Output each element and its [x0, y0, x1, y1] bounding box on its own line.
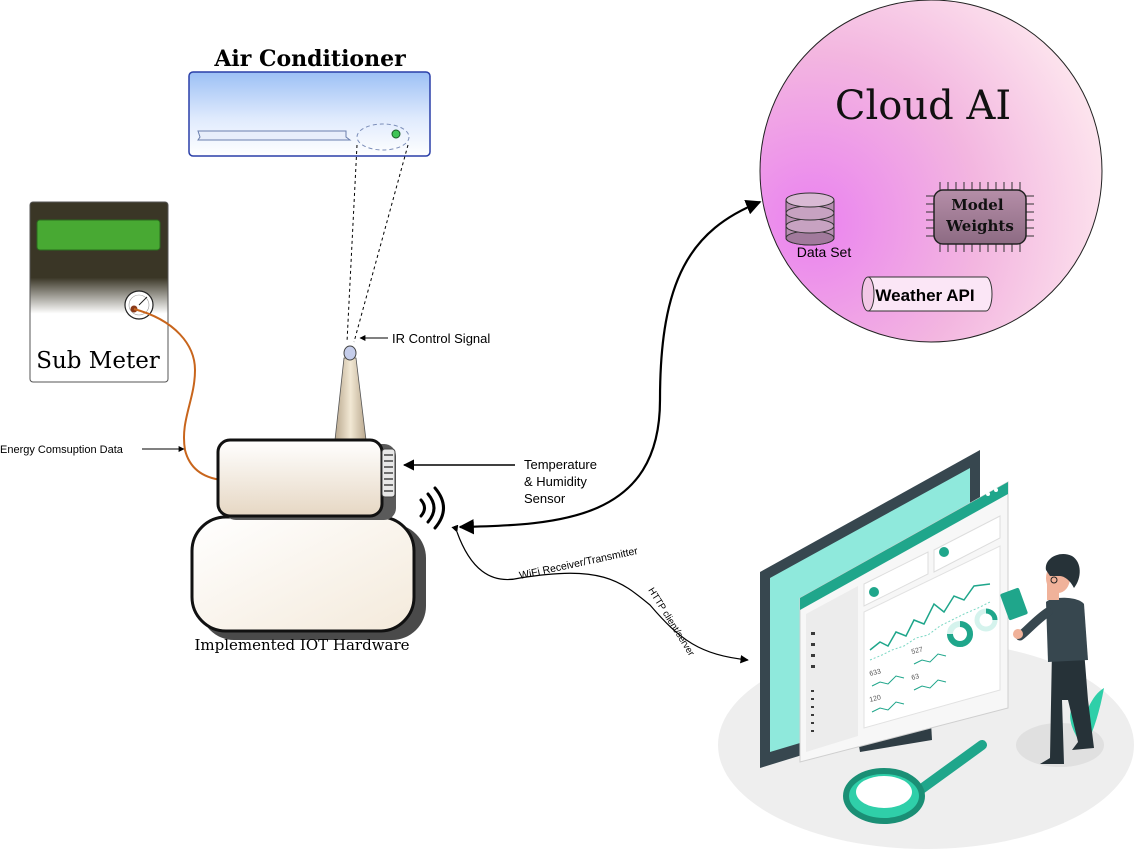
clipboard-icon	[1000, 587, 1028, 621]
database-icon	[785, 192, 835, 246]
model-weights-line2: Weights	[945, 217, 1014, 235]
energy-wire	[133, 308, 223, 481]
ir-signal-label: IR Control Signal	[392, 331, 490, 346]
dashboard-donut-chart	[947, 608, 998, 647]
dashboard-panel: 633 527 120 63	[799, 481, 1009, 763]
http-label: HTTP client/server	[645, 586, 696, 658]
cloud-ai-title: Cloud AI	[835, 83, 1011, 129]
cloud-ai-circle	[759, 0, 1103, 343]
ir-emitter-led	[343, 345, 357, 361]
air-conditioner-title: Air Conditioner	[213, 46, 406, 72]
dashboard-stat-3: 120	[869, 694, 882, 704]
cloud-ai: Cloud AI Data Set	[759, 0, 1103, 343]
wifi-icon	[419, 486, 445, 530]
model-weights-line1: Model	[951, 196, 1004, 214]
temp-sensor-label-line1: Temperature	[524, 457, 597, 472]
ir-receiver-area	[356, 123, 410, 151]
data-set-label: Data Set	[797, 244, 852, 260]
iot-hardware-label: Implemented IOT Hardware	[194, 636, 409, 654]
wifi-label: WiFi Receiver/Transmitter	[518, 545, 639, 582]
dashboard-link-arrow	[451, 524, 749, 664]
air-conditioner-vent	[197, 130, 352, 141]
dashboard-sidebar	[806, 586, 858, 752]
sub-meter: Sub Meter	[29, 201, 169, 383]
model-weights-label: Model Weights	[945, 196, 1014, 235]
sub-meter-label: Sub Meter	[36, 348, 160, 374]
magnifier-icon	[843, 740, 987, 824]
ac-status-led	[391, 129, 401, 139]
temp-sensor-label-line3: Sensor	[524, 491, 566, 506]
ir-signal-beam	[346, 144, 409, 343]
dashboard-stat-1: 633	[869, 668, 882, 678]
dashboard-stat-4: 63	[911, 673, 920, 682]
cloud-link-arrow	[458, 200, 762, 535]
dashboard-illustration: 633 527 120 63	[718, 450, 1134, 849]
air-conditioner: Air Conditioner	[188, 46, 431, 157]
dashboard-line-chart	[869, 583, 991, 651]
weather-api-cylinder	[861, 276, 993, 312]
temp-sensor-label-line2: & Humidity	[524, 474, 587, 489]
person-illustration	[1000, 553, 1094, 764]
dashboard-stat-2: 527	[911, 646, 924, 656]
chip-icon	[926, 182, 1034, 252]
air-conditioner-body	[188, 71, 431, 157]
iot-hardware: Implemented IOT Hardware	[190, 345, 445, 654]
ir-emitter-mast	[334, 357, 367, 441]
sub-meter-display	[36, 219, 161, 251]
temperature-sensor	[381, 448, 396, 498]
temp-sensor-label: Temperature & Humidity Sensor	[524, 457, 601, 506]
energy-data-label: Energy Comsuption Data	[0, 444, 124, 456]
iot-top-unit	[216, 438, 384, 518]
iot-base-unit	[190, 515, 416, 633]
weather-api-label: Weather API	[875, 286, 974, 305]
